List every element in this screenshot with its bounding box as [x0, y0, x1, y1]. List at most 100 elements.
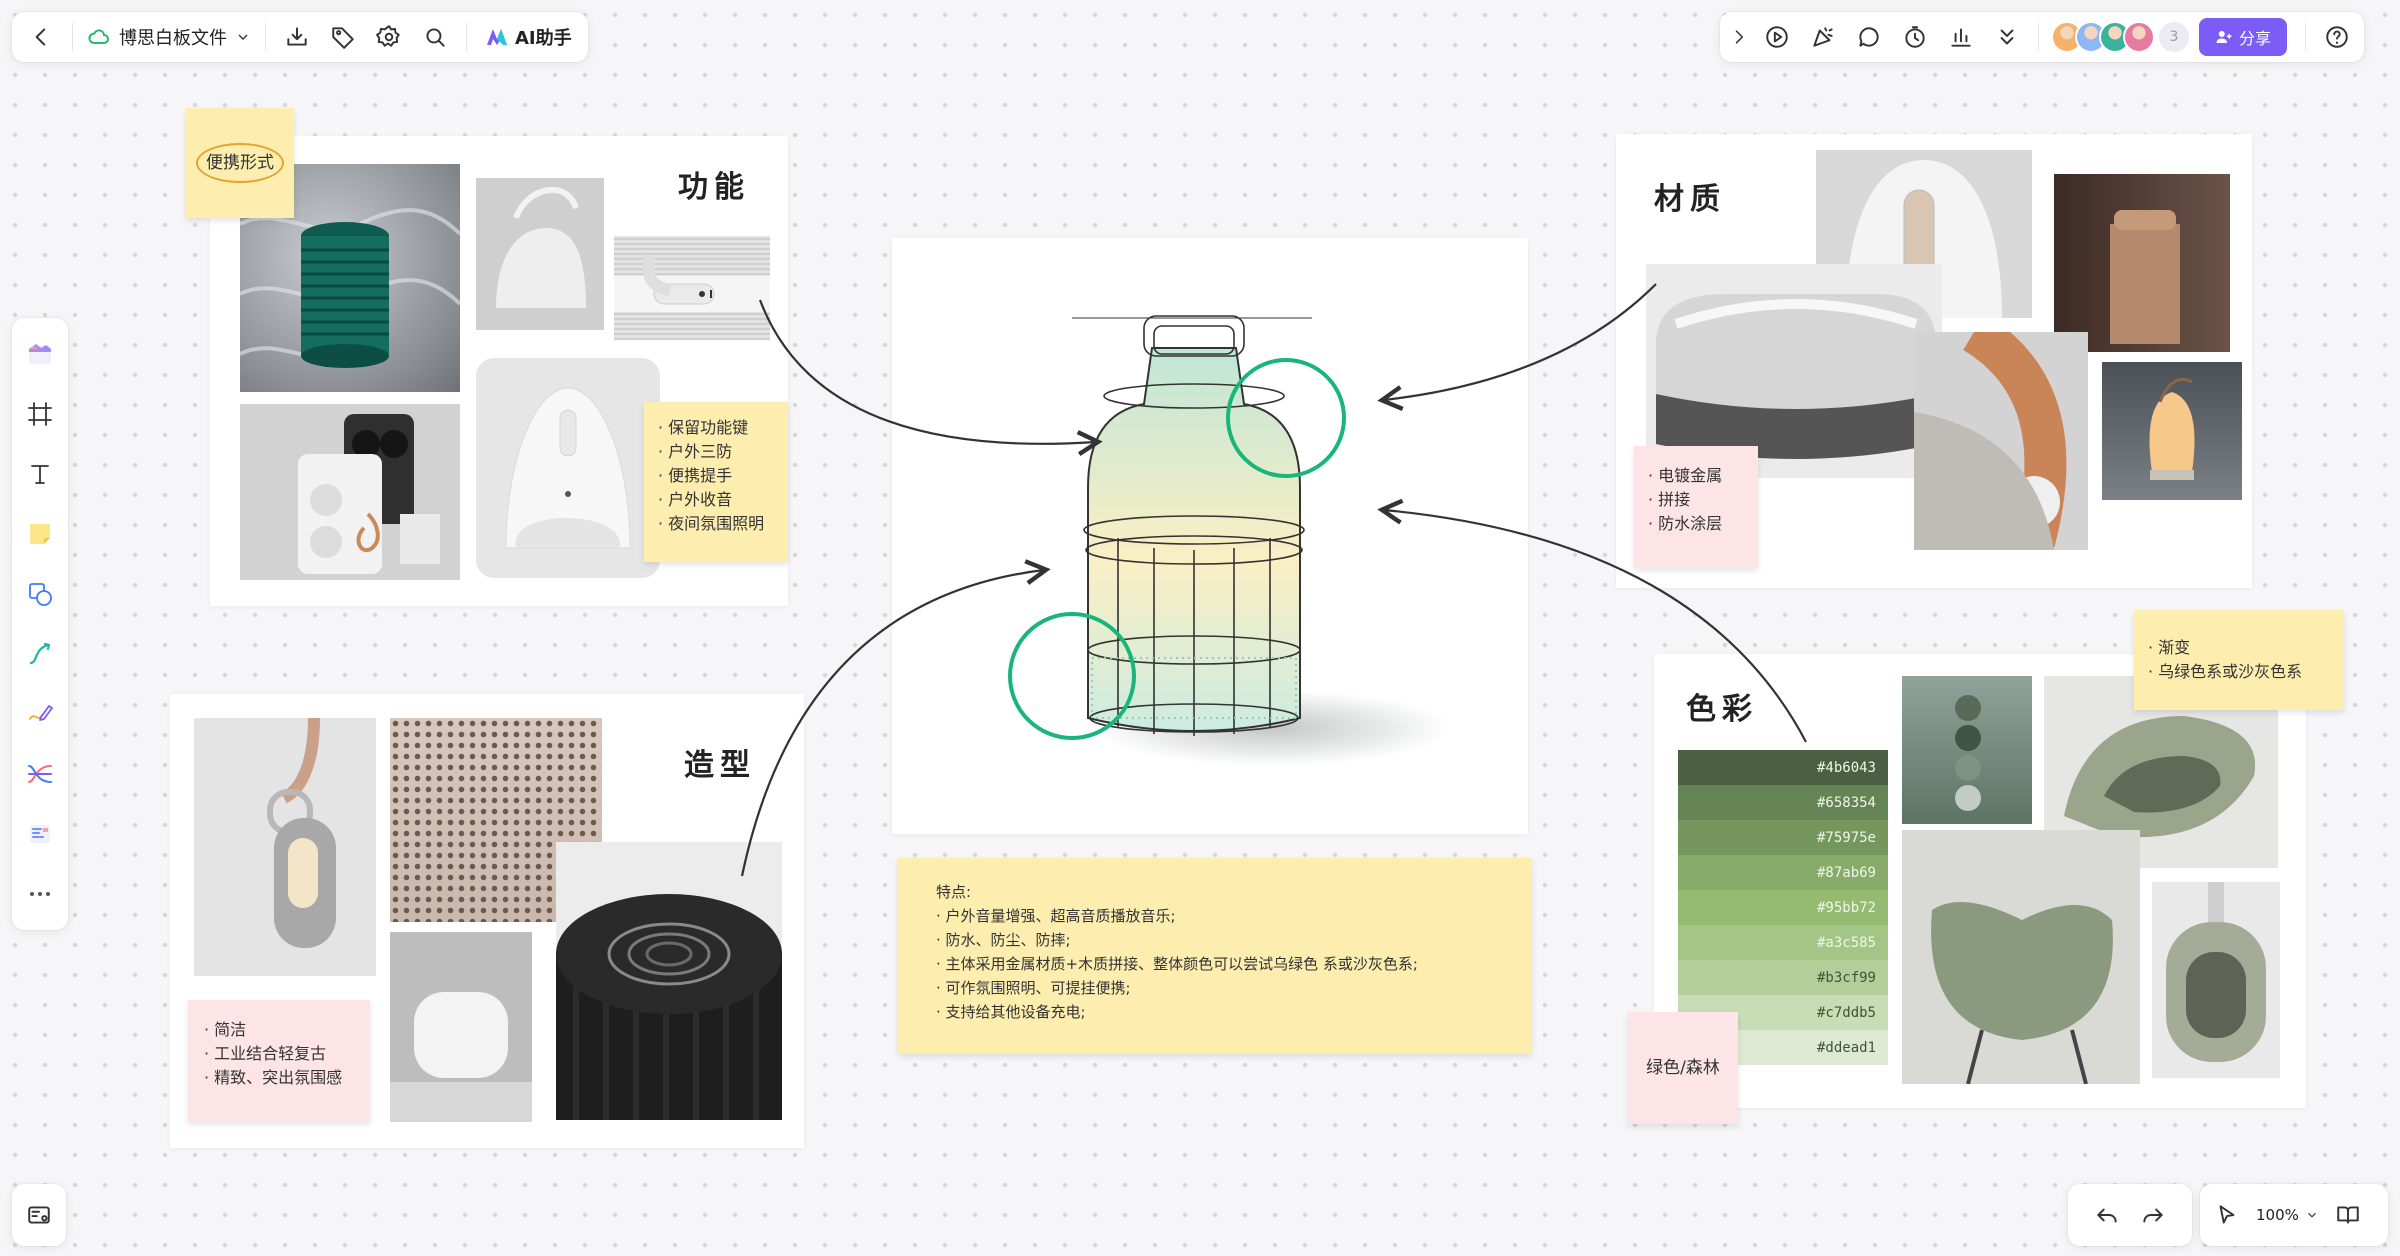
photo-handle-lamp[interactable]: [476, 178, 604, 330]
features-sticky[interactable]: 特点: 户外音量增强、超高音质播放音乐;防水、防尘、防摔;主体采用金属材质+木质…: [898, 858, 1532, 1054]
timer-button[interactable]: [1892, 14, 1938, 60]
list-item: 主体采用金属材质+木质拼接、整体颜色可以尝试乌绿色 系或沙灰色系;: [936, 952, 1512, 976]
book-view-button[interactable]: [2325, 1192, 2371, 1238]
function-board[interactable]: 功能: [210, 136, 788, 606]
tag-button[interactable]: [320, 14, 366, 60]
table-tool[interactable]: [12, 806, 68, 862]
ai-assistant-button[interactable]: AI助手: [475, 24, 582, 50]
left-tool-bar: [12, 318, 68, 930]
photo-wood-speaker[interactable]: [2054, 174, 2230, 352]
photo-black-speaker[interactable]: [556, 842, 782, 1120]
back-button[interactable]: [18, 14, 64, 60]
photo-headphone-cup[interactable]: [2152, 882, 2280, 1078]
color-swatch[interactable]: #658354: [1678, 785, 1888, 820]
zoom-selector[interactable]: 100%: [2250, 1206, 2325, 1224]
color-theme-sticky[interactable]: 绿色/森林: [1628, 1012, 1738, 1124]
color-swatch[interactable]: #4b6043: [1678, 750, 1888, 785]
help-button[interactable]: [2314, 14, 2360, 60]
divider: [265, 23, 266, 51]
undo-icon: [2097, 1208, 2117, 1223]
photo-glass-speaker[interactable]: [1646, 264, 1942, 478]
portable-tag-sticky[interactable]: 便携形式: [186, 108, 294, 218]
help-icon: [2326, 26, 2348, 48]
list-item: 简洁: [204, 1018, 360, 1042]
present-button[interactable]: [1754, 14, 1800, 60]
shape-notes-sticky[interactable]: 简洁工业结合轻复古精致、突出氛围感: [188, 1000, 370, 1122]
vote-button[interactable]: [1938, 14, 1984, 60]
material-notes-sticky[interactable]: 电镀金属拼接防水涂层: [1634, 446, 1758, 568]
list-item: 夜间氛围照明: [658, 512, 778, 536]
mind-map-tool[interactable]: [12, 746, 68, 802]
connector-tool[interactable]: [12, 626, 68, 682]
more-tools-button[interactable]: [12, 866, 68, 922]
material-title: 材质: [1654, 182, 1726, 217]
color-swatch[interactable]: #87ab69: [1678, 855, 1888, 890]
frame-tool[interactable]: [12, 386, 68, 442]
settings-button[interactable]: [366, 14, 412, 60]
undo-redo-toolbar: [2068, 1184, 2192, 1246]
pen-tool[interactable]: [12, 686, 68, 742]
list-item: 渐变: [2148, 636, 2336, 660]
template-tool[interactable]: [12, 326, 68, 382]
forest-palette-illustration: [1955, 695, 1981, 811]
photo-button-detail[interactable]: [614, 236, 770, 340]
black-speaker-illustration: [556, 894, 782, 1120]
list-item: 防水涂层: [1648, 512, 1750, 536]
collapse-toolbar-button[interactable]: [1724, 14, 1754, 60]
search-button[interactable]: [412, 14, 458, 60]
gradient-note-sticky[interactable]: 渐变乌绿色系或沙灰色系: [2134, 610, 2344, 710]
download-button[interactable]: [274, 14, 320, 60]
comment-button[interactable]: [1846, 14, 1892, 60]
doc-title-menu[interactable]: 博思白板文件: [81, 24, 257, 50]
color-swatch[interactable]: #a3c585: [1678, 925, 1888, 960]
leather-strap-illustration: [1914, 332, 2067, 550]
photo-forest-palette[interactable]: [1902, 676, 2032, 824]
sticky-note-icon: [30, 524, 50, 544]
list-item: 电镀金属: [1648, 464, 1750, 488]
redo-button[interactable]: [2130, 1192, 2176, 1238]
list-item: 便携提手: [658, 464, 778, 488]
center-sketch-board[interactable]: [892, 238, 1528, 834]
photo-green-chair[interactable]: [1902, 830, 2140, 1084]
shape-tool[interactable]: [12, 566, 68, 622]
text-tool[interactable]: [12, 446, 68, 502]
photo-green-speaker[interactable]: [240, 164, 460, 392]
green-chair-illustration: [1931, 902, 2113, 1084]
undo-button[interactable]: [2084, 1192, 2130, 1238]
chevron-left-icon: [35, 28, 46, 46]
function-notes-sticky[interactable]: 保留功能键户外三防便携提手户外收音夜间氛围照明: [644, 402, 788, 562]
share-label: 分享: [2239, 29, 2272, 48]
material-board[interactable]: 材质 电镀金属拼接防水涂层: [1616, 134, 2252, 588]
color-board[interactable]: 色彩 #4b6043#658354#75975e#87ab69#95bb72#a…: [1628, 654, 2306, 1124]
list-item: 防水、防尘、防摔;: [936, 928, 1512, 952]
shape-title: 造型: [684, 748, 756, 783]
shape-board[interactable]: 造型 简洁工业结合轻复古精致、突出氛围感: [170, 694, 804, 1148]
table-icon: [30, 825, 50, 843]
photo-hand-lantern[interactable]: [194, 718, 376, 976]
photo-white-mini-speaker[interactable]: [390, 932, 532, 1122]
celebrate-button[interactable]: [1800, 14, 1846, 60]
dome-speaker-illustration: [505, 387, 631, 549]
list-item: 工业结合轻复古: [204, 1042, 360, 1066]
features-list: 户外音量增强、超高音质播放音乐;防水、防尘、防摔;主体采用金属材质+木质拼接、整…: [936, 904, 1512, 1024]
color-swatch[interactable]: #b3cf99: [1678, 960, 1888, 995]
glow-lamp-illustration: [2149, 378, 2195, 480]
sticky-note-tool[interactable]: [12, 506, 68, 562]
color-swatch[interactable]: #75975e: [1678, 820, 1888, 855]
share-button[interactable]: 分享: [2199, 18, 2288, 56]
cursor-icon: [2219, 1205, 2235, 1224]
minimap-button[interactable]: [16, 1192, 62, 1238]
photo-leather-strap[interactable]: [1914, 332, 2088, 550]
select-tool-button[interactable]: [2204, 1192, 2250, 1238]
frame-icon: [28, 402, 52, 426]
handle-lamp-illustration: [496, 187, 586, 308]
collaborator-avatars[interactable]: 3: [2047, 21, 2189, 53]
photo-glow-lamp[interactable]: [2102, 362, 2242, 500]
color-swatch[interactable]: #95bb72: [1678, 890, 1888, 925]
photo-boxy-speaker[interactable]: [240, 404, 460, 580]
more-tools-button[interactable]: [1984, 14, 2030, 60]
photo-dome-speaker[interactable]: [476, 358, 660, 578]
list-item: 乌绿色系或沙灰色系: [2148, 660, 2336, 684]
more-dots-icon: [30, 892, 50, 896]
minimap-toolbar: [12, 1184, 66, 1246]
